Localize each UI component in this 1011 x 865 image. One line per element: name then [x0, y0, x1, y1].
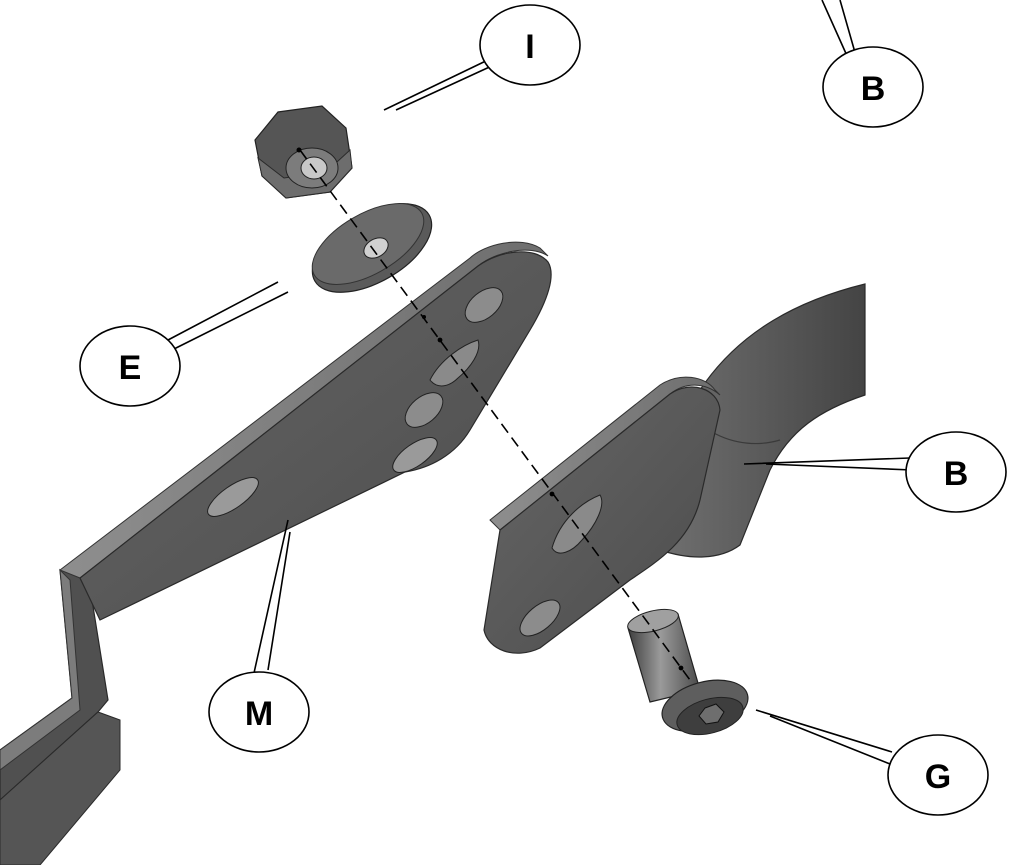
bracket-slot — [551, 494, 603, 554]
callout-washer: E — [79, 281, 289, 407]
leader-line — [253, 519, 291, 674]
leader-line — [755, 709, 893, 765]
plate-hole — [392, 437, 438, 473]
plate-hole — [464, 287, 504, 323]
callout-bubble — [905, 431, 1007, 513]
callout-top-right: B — [821, 0, 924, 128]
plate-face — [79, 251, 552, 621]
leader-line — [167, 281, 289, 351]
callout-label: B — [944, 455, 969, 493]
callout-plate: M — [208, 519, 310, 753]
plate-hole — [207, 477, 259, 517]
assembly-axis-line — [299, 149, 691, 681]
leader-line — [383, 57, 497, 111]
callout-bubble — [887, 734, 989, 816]
tube — [659, 283, 866, 558]
plate-leg-edge — [0, 568, 81, 771]
callout-label: I — [525, 28, 534, 66]
plate-slot — [429, 339, 480, 387]
callout-label: M — [245, 695, 273, 733]
callout-label: G — [925, 758, 951, 796]
callout-bubble — [79, 325, 181, 407]
mounting-plate — [0, 241, 552, 865]
callout-bolt: G — [755, 709, 989, 816]
tube-bracket — [483, 283, 866, 654]
lock-nut — [254, 105, 353, 199]
plate-hole — [404, 392, 444, 428]
leader-line — [743, 457, 913, 471]
bracket-hole — [519, 599, 561, 637]
callout-bubble — [208, 671, 310, 753]
callout-label: E — [119, 349, 142, 387]
callout-bubble — [479, 4, 581, 86]
callout-bubble — [822, 46, 924, 128]
callout-bracket: B — [743, 431, 1007, 513]
callout-label: B — [861, 70, 886, 108]
callout-nut: I — [383, 4, 581, 111]
leader-line — [821, 0, 857, 59]
bracket-plate — [483, 386, 721, 654]
button-head-bolt — [627, 608, 749, 736]
